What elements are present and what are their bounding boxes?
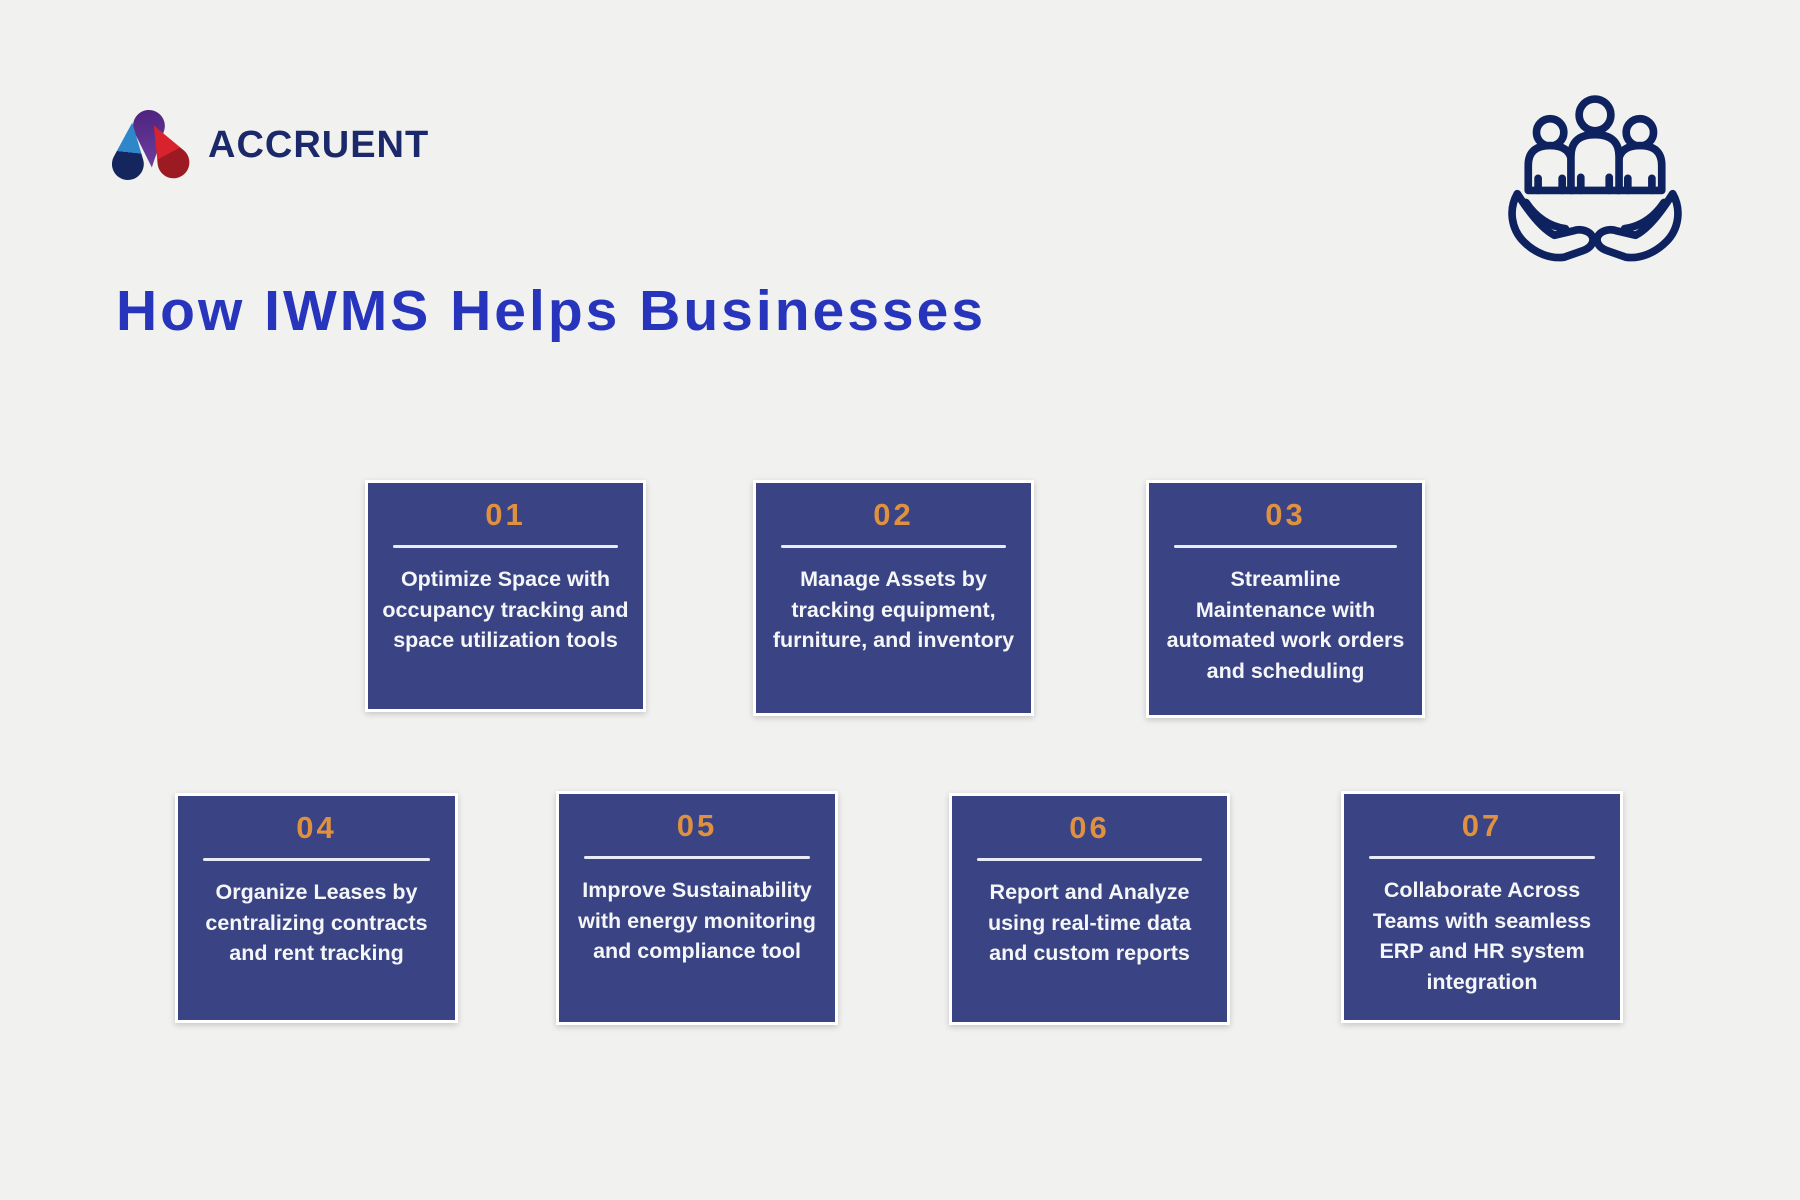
page-title: How IWMS Helps Businesses [116, 279, 987, 343]
card-04-text: Organize Leases by centralizing contract… [205, 880, 428, 966]
card-03-text: Streamline Maintenance with automated wo… [1166, 567, 1405, 683]
card-03: 03 Streamline Maintenance with automated… [1146, 480, 1425, 718]
card-05: 05 Improve Sustainability with energy mo… [556, 791, 838, 1025]
card-05-divider [583, 856, 811, 859]
card-04: 04 Organize Leases by centralizing contr… [175, 793, 458, 1023]
card-07-divider [1368, 856, 1596, 859]
card-06-text: Report and Analyze using real-time data … [987, 880, 1192, 966]
card-04-number: 04 [296, 810, 337, 845]
card-07: 07 Collaborate Across Teams with seamles… [1341, 791, 1623, 1023]
card-02-text: Manage Assets by tracking equipment, fur… [772, 567, 1015, 653]
card-01-number: 01 [485, 497, 526, 532]
card-03-divider [1173, 545, 1398, 548]
card-03-number: 03 [1265, 497, 1306, 532]
card-04-divider [202, 858, 431, 861]
card-06-number: 06 [1069, 810, 1110, 845]
card-02: 02 Manage Assets by tracking equipment, … [753, 480, 1034, 716]
card-02-divider [780, 545, 1007, 548]
card-06-divider [976, 858, 1203, 861]
accruent-trimark-icon [112, 108, 190, 182]
brand-logo: ACCRUENT [112, 108, 429, 182]
people-held-by-hands-icon [1508, 95, 1682, 262]
brand-name: ACCRUENT [208, 123, 430, 166]
card-01: 01 Optimize Space with occupancy trackin… [365, 480, 646, 712]
card-07-text: Collaborate Across Teams with seamless E… [1372, 878, 1592, 994]
card-06: 06 Report and Analyze using real-time da… [949, 793, 1230, 1025]
card-05-number: 05 [676, 808, 718, 843]
card-01-text: Optimize Space with occupancy tracking a… [382, 567, 629, 653]
card-02-number: 02 [873, 497, 914, 532]
card-01-divider [392, 545, 619, 548]
card-05-text: Improve Sustainability with energy monit… [578, 878, 816, 964]
card-07-number: 07 [1461, 808, 1503, 843]
